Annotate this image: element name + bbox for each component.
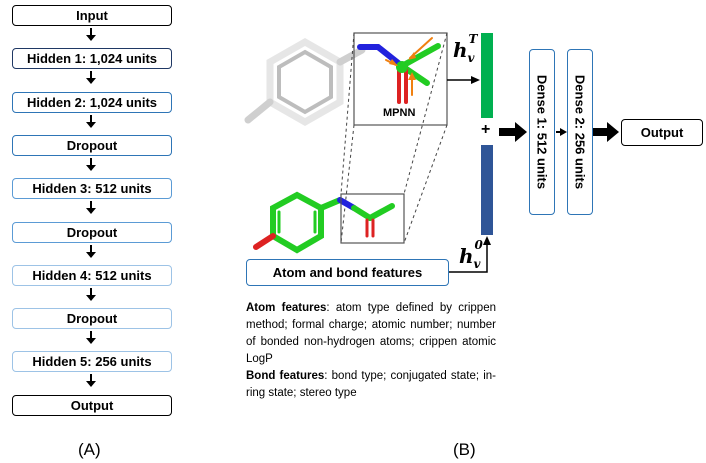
layer-box: Input <box>12 5 172 26</box>
down-arrow <box>86 201 96 215</box>
green-bar <box>481 33 493 118</box>
arrow-to-output <box>593 128 609 136</box>
layer-box: Hidden 4: 512 units <box>12 264 172 286</box>
atom-bond-features-box: Atom and bond features <box>246 259 449 286</box>
layer-box: Hidden 1: 1,024 units <box>12 48 172 70</box>
down-arrow <box>86 287 96 301</box>
grey-molecule <box>244 37 366 127</box>
features-description: Atom features: atom type defined by crip… <box>246 302 496 399</box>
mpnn-zoom-box <box>353 32 448 126</box>
down-arrow <box>86 114 96 128</box>
dense-1-box: Dense 1: 512 units <box>529 49 555 215</box>
layer-box: Hidden 3: 512 units <box>12 178 172 200</box>
zoom-lines <box>340 32 448 244</box>
dense-2-box: Dense 2: 256 units <box>567 49 593 215</box>
layer-box: Dropout <box>12 221 172 243</box>
layer-box: Hidden 2: 1,024 units <box>12 91 172 113</box>
layer-box: Output <box>12 394 172 416</box>
down-arrow <box>86 374 96 388</box>
mpnn-molecule <box>357 37 441 104</box>
h0-symbol: hv0 <box>459 238 483 271</box>
blue-bar <box>481 145 493 235</box>
green-molecule <box>253 191 395 254</box>
output-box-b: Output <box>621 119 703 146</box>
mpnn-label: MPNN <box>383 107 416 119</box>
ht-symbol: hvT <box>453 32 478 65</box>
arrow-to-dense1 <box>499 128 517 136</box>
down-arrow <box>86 157 96 171</box>
panel-a-label: (A) <box>78 440 101 459</box>
layer-box: Dropout <box>12 308 172 330</box>
down-arrow <box>86 28 96 41</box>
panel-b-label: (B) <box>453 440 476 459</box>
down-arrow <box>86 71 96 85</box>
down-arrow <box>86 244 96 258</box>
h0-connector <box>449 241 488 273</box>
layer-box: Dropout <box>12 134 172 156</box>
small-zoom-box <box>340 193 405 244</box>
plus-sign: + <box>481 121 491 138</box>
down-arrow <box>86 331 96 345</box>
layer-box: Hidden 5: 256 units <box>12 351 172 373</box>
